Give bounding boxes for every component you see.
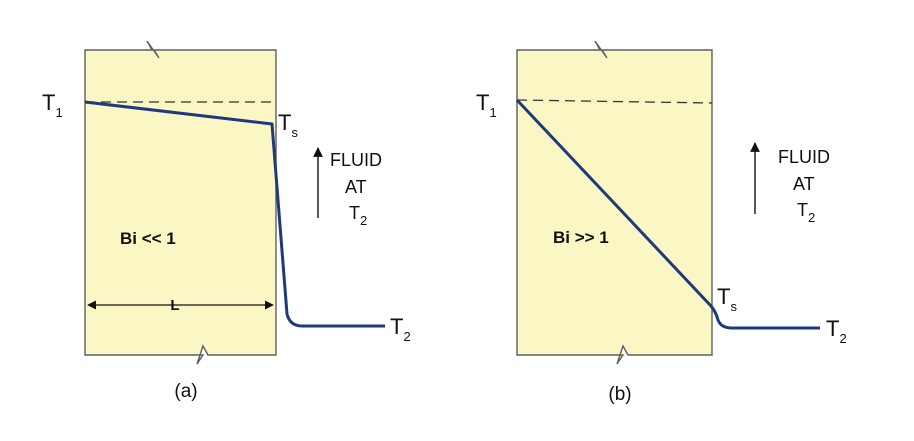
biot-label-b: Bi >> 1 — [553, 228, 609, 247]
temperature-profile-b — [515, 98, 820, 330]
biot-label-a: Bi << 1 — [120, 229, 176, 248]
ts-label-a: Ts — [278, 110, 298, 140]
t1-label-a: T1 — [42, 90, 63, 120]
temperature-profile-a — [84, 100, 385, 328]
at-label-b: AT — [793, 174, 815, 194]
fluid-t2-label-a: T2 — [349, 203, 367, 228]
fluid-label-b: FLUID — [778, 147, 830, 167]
fluid-label-a: FLUID — [330, 150, 382, 170]
ts-label-b: Ts — [717, 284, 737, 314]
caption-b: (b) — [608, 384, 631, 405]
t1-label-b: T1 — [476, 90, 497, 120]
caption-a: (a) — [174, 381, 197, 402]
at-label-a: AT — [345, 177, 367, 197]
slab-a — [84, 40, 277, 365]
length-label: L — [170, 297, 179, 314]
t2-label-a: T2 — [390, 314, 411, 344]
panel-a: T1 Ts T2 FLUID AT T2 Bi << 1 L (a) — [42, 40, 411, 402]
t2-label-b: T2 — [826, 316, 847, 346]
fluid-t2-label-b: T2 — [797, 200, 815, 225]
panel-b: T1 Ts T2 FLUID AT T2 Bi >> 1 (b) — [476, 40, 847, 405]
initial-temperature-line-b — [516, 99, 713, 104]
